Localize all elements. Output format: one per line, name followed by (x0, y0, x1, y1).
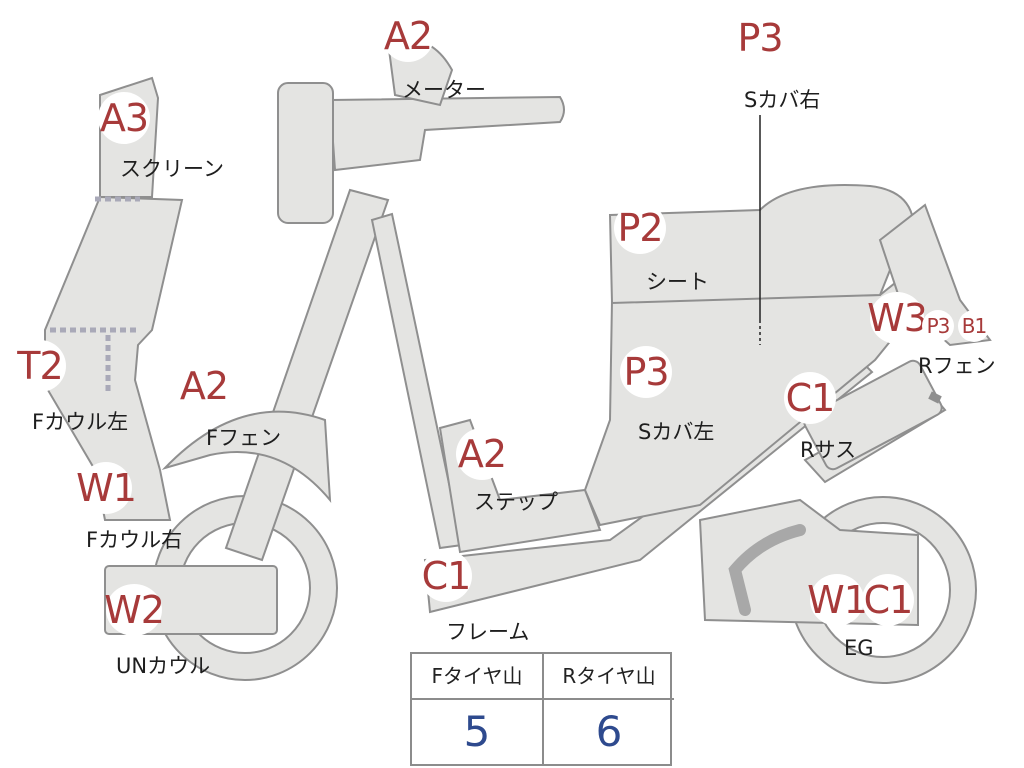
grade-code-step: A2 (456, 428, 508, 480)
rear-tread-value: 6 (595, 707, 623, 756)
grade-code-side-cover-right: P3 (734, 12, 786, 64)
grade-code-seat: P2 (614, 202, 666, 254)
label-step: ステップ (474, 490, 558, 514)
grade-code-front-fender: A2 (178, 360, 230, 412)
frame-main (423, 358, 874, 614)
grade-code-under-cowl: W2 (104, 584, 165, 636)
grade-code-front-cowl-right: W1 (76, 462, 137, 514)
tire-tread-table: Fタイヤ山 5 Rタイヤ山 6 (410, 652, 674, 766)
frame-down-tube (370, 212, 464, 550)
label-under-cowl: UNカウル (116, 654, 211, 678)
rear-tread-column: Rタイヤ山 6 (544, 654, 674, 764)
handle-grip (277, 82, 334, 224)
table-divider (542, 654, 544, 764)
label-side-cover-left: Sカバ左 (638, 420, 715, 444)
grade-code-engine-2: C1 (862, 574, 914, 626)
front-fender (161, 410, 332, 503)
label-rear-suspension: Rサス (800, 438, 857, 462)
label-frame: フレーム (446, 620, 530, 644)
grade-code-meter: A2 (382, 10, 434, 62)
label-meter: メーター (402, 78, 486, 102)
front-tread-header: Fタイヤ山 (412, 654, 542, 700)
grade-code-engine: W1 (807, 574, 868, 626)
label-engine: EG (844, 636, 874, 660)
grade-code-front-cowl-left: T2 (14, 340, 66, 392)
grade-code-screen: A3 (98, 92, 150, 144)
front-tread-value: 5 (463, 707, 491, 756)
grade-code-rear-fender-2: P3 (922, 310, 954, 342)
grade-code-side-cover-left: P3 (620, 346, 672, 398)
label-seat: シート (646, 270, 709, 294)
grade-code-rear-suspension: C1 (784, 372, 836, 424)
front-fork (224, 188, 390, 562)
grade-code-rear-fender: W3 (867, 292, 928, 344)
label-rear-fender: Rフェン (918, 354, 996, 378)
label-side-cover-right: Sカバ右 (744, 88, 821, 112)
exhaust-pipe (728, 524, 806, 616)
seat (608, 184, 914, 305)
label-front-cowl-right: Fカウル右 (86, 528, 183, 552)
label-screen: スクリーン (120, 157, 224, 181)
rear-shock-body (803, 359, 943, 471)
label-front-fender: Fフェン (206, 426, 282, 450)
front-tread-column: Fタイヤ山 5 (412, 654, 542, 764)
rear-axle-bar (928, 391, 942, 404)
handlebar (328, 95, 565, 172)
grade-code-frame: C1 (420, 550, 472, 602)
grade-code-rear-fender-3: B1 (958, 310, 990, 342)
rear-tread-header: Rタイヤ山 (544, 654, 674, 700)
label-front-cowl-left: Fカウル左 (32, 410, 129, 434)
